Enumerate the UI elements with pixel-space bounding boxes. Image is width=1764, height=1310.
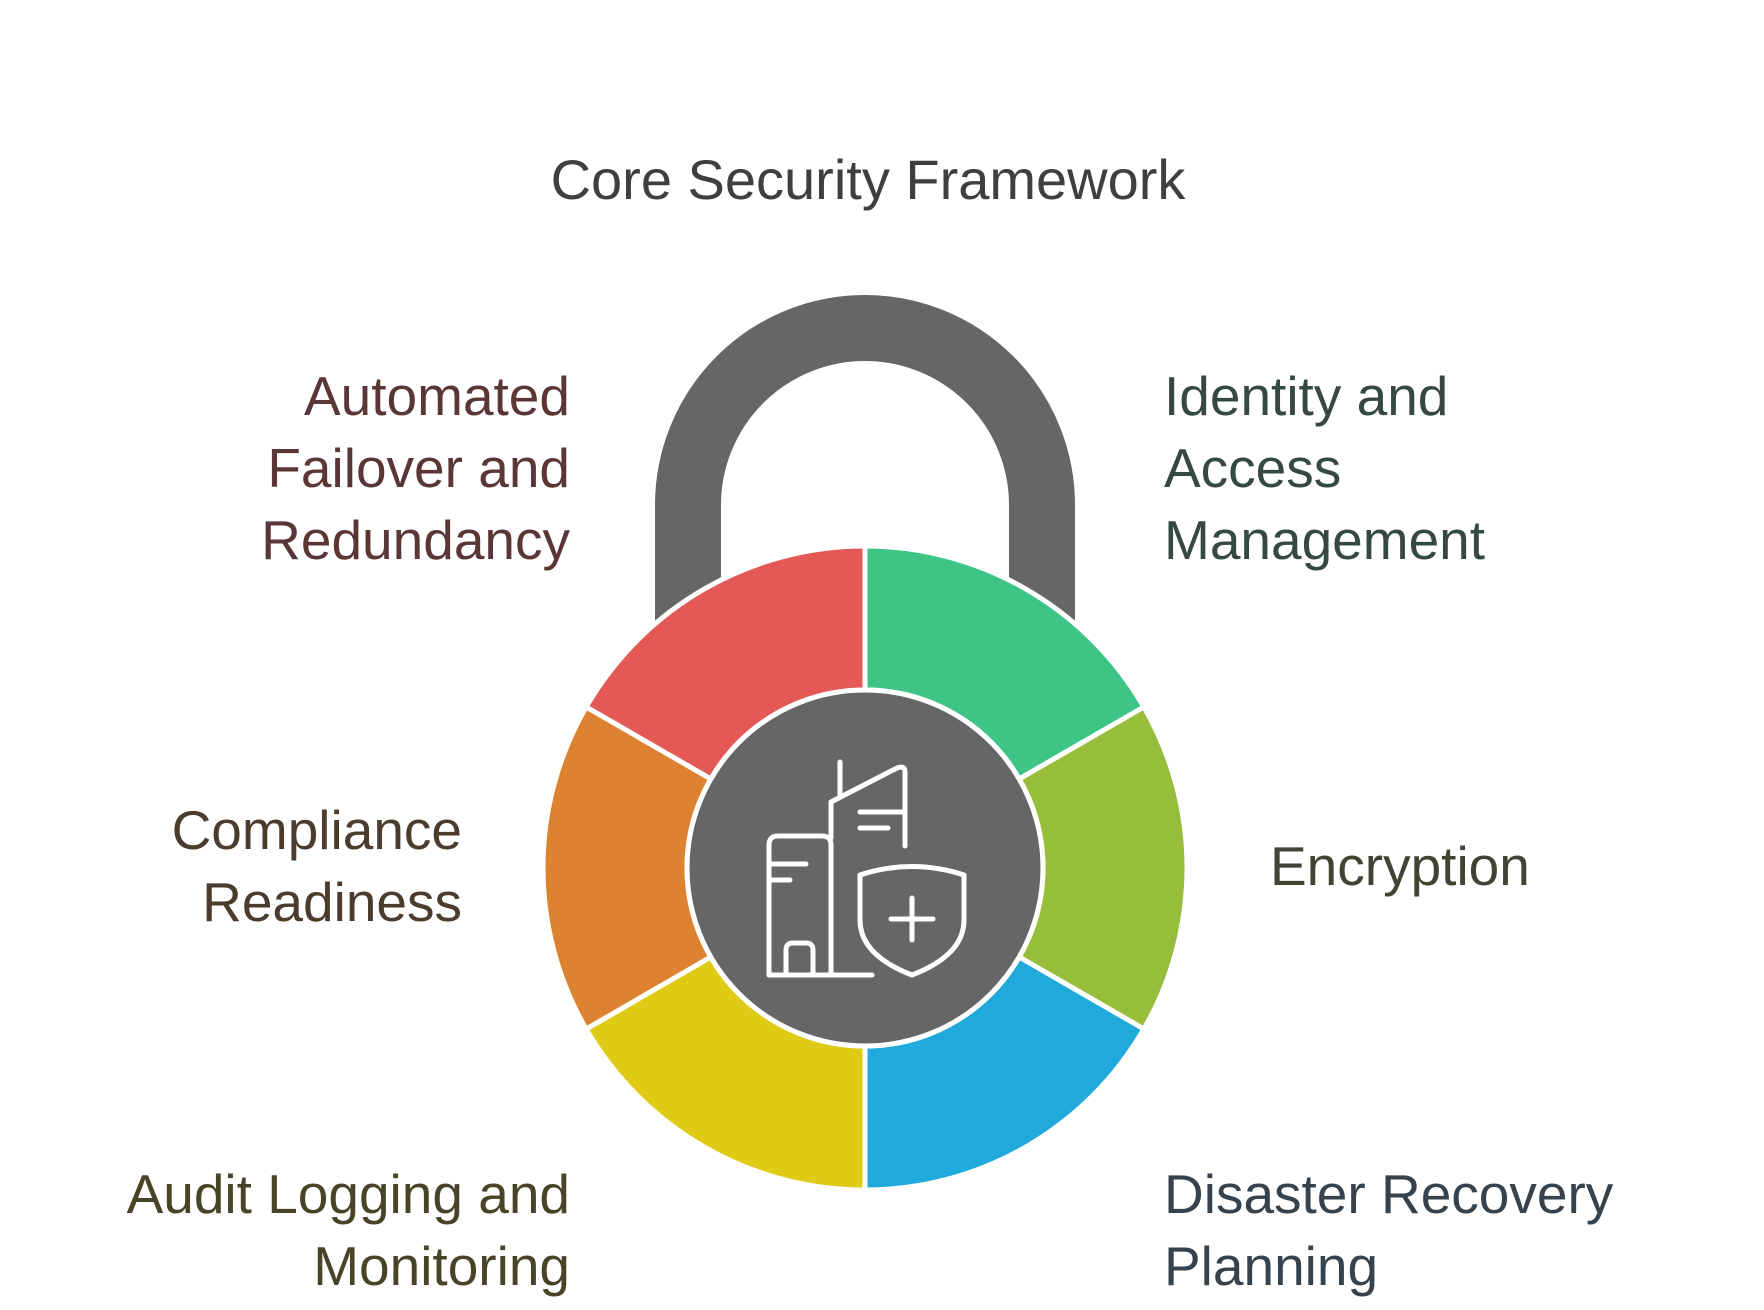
- label-line: Identity and: [1164, 365, 1449, 427]
- padlock-ring: [540, 543, 1190, 1193]
- label-line: Redundancy: [261, 509, 570, 571]
- label-line: Automated: [303, 365, 570, 427]
- label-line: Readiness: [202, 871, 462, 933]
- label-line: Planning: [1164, 1235, 1379, 1297]
- label-encryption: Encryption: [1270, 830, 1730, 902]
- label-line: Compliance: [171, 799, 462, 861]
- padlock-shackle: [655, 295, 1075, 650]
- label-line: Monitoring: [313, 1235, 570, 1297]
- label-line: Access: [1164, 437, 1342, 499]
- label-line: Encryption: [1270, 835, 1530, 897]
- label-line: Disaster Recovery: [1164, 1163, 1614, 1225]
- label-line: Management: [1164, 509, 1486, 571]
- label-line: Failover and: [267, 437, 570, 499]
- diagram-title: Core Security Framework: [550, 148, 1186, 211]
- padlock-center-hub: [684, 687, 1046, 1049]
- building-shield-icon: [766, 759, 967, 978]
- label-line: Audit Logging and: [126, 1163, 570, 1225]
